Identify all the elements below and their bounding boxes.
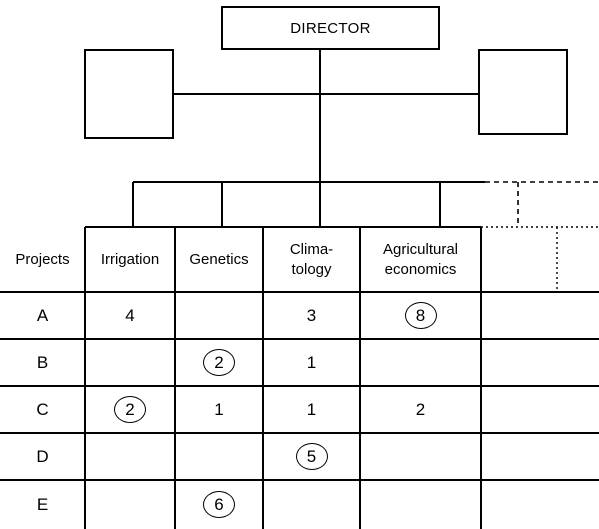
column-header-agricultural-economics: Agricultural economics xyxy=(382,240,459,278)
row-label-a: A xyxy=(36,305,49,325)
row-label-c: C xyxy=(36,399,49,419)
column-header-climatology: Clima- tology xyxy=(289,240,334,278)
cell-value: 4 xyxy=(125,305,135,325)
matrix-cell-c-irrigation: 2 xyxy=(85,386,175,433)
matrix-cell-d-climatology: 5 xyxy=(263,433,360,480)
staff-box-right xyxy=(478,49,568,135)
matrix-cell-c-climatology: 1 xyxy=(263,386,360,433)
corner-label: Projects xyxy=(15,250,70,268)
matrix-cell-b-climatology: 1 xyxy=(263,339,360,386)
cell-value: 3 xyxy=(306,305,317,325)
cell-value: 1 xyxy=(306,399,317,419)
matrix-cell-a-climatology: 3 xyxy=(263,292,360,339)
matrix-cell-b-genetics: 2 xyxy=(175,339,263,386)
matrix-cell-c-genetics: 1 xyxy=(175,386,263,433)
cell-value: 1 xyxy=(306,352,317,372)
column-header-irrigation: Irrigation xyxy=(100,250,160,268)
column-header-genetics: Genetics xyxy=(189,250,249,268)
matrix-cell-e-genetics: 6 xyxy=(175,480,263,529)
cell-value: 1 xyxy=(214,399,224,419)
row-label-b: B xyxy=(36,352,49,372)
cell-value: 2 xyxy=(415,399,426,419)
matrix-cell-a-irrigation: 4 xyxy=(85,292,175,339)
circled-value: 6 xyxy=(203,491,235,518)
director-label: DIRECTOR xyxy=(290,19,371,37)
circled-value: 5 xyxy=(295,443,328,470)
director-box xyxy=(221,6,440,50)
row-label-d: D xyxy=(36,446,49,466)
circled-value: 2 xyxy=(203,349,235,376)
matrix-cell-c-agri: 2 xyxy=(360,386,481,433)
circled-value: 8 xyxy=(404,302,437,329)
circled-value: 2 xyxy=(114,396,146,423)
matrix-cell-a-agri: 8 xyxy=(360,292,481,339)
row-label-e: E xyxy=(36,494,49,514)
staff-box-left xyxy=(84,49,174,139)
